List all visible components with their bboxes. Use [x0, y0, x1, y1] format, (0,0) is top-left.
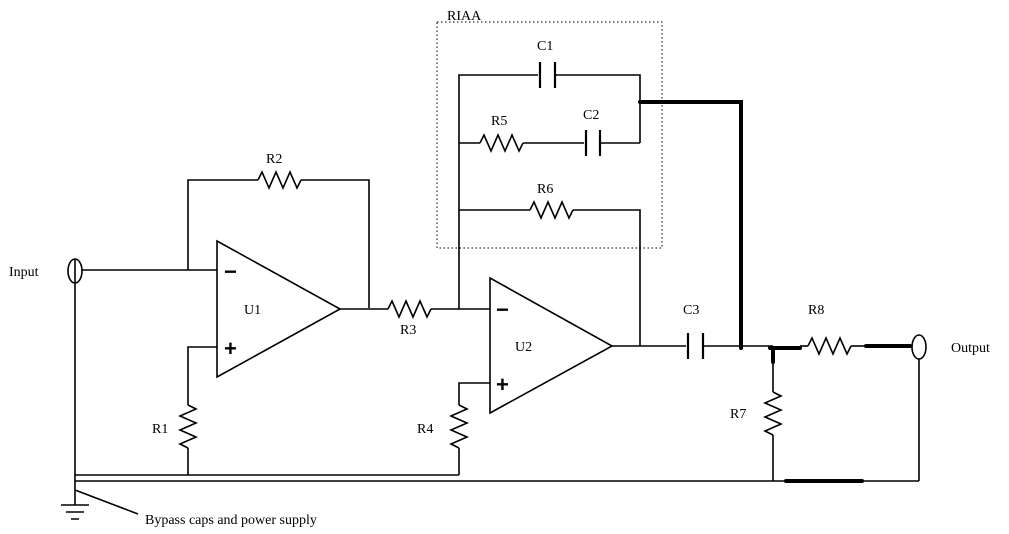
c3-label: C3	[683, 303, 699, 318]
ground-icon	[61, 504, 89, 520]
output-jack	[911, 334, 927, 360]
resistor-r8	[807, 336, 852, 356]
u2-minus-sign: −	[496, 297, 509, 322]
r5-label: R5	[491, 114, 507, 129]
output-label: Output	[951, 341, 990, 356]
capacitor-c3	[686, 333, 705, 359]
resistor-r2	[257, 170, 302, 190]
u1-label: U1	[244, 303, 261, 318]
capacitor-c2	[584, 130, 602, 156]
u2-label: U2	[515, 340, 532, 355]
r1-label: R1	[152, 422, 168, 437]
riaa-box	[436, 21, 663, 249]
capacitor-c1	[538, 62, 557, 88]
u1-plus-sign: +	[224, 336, 237, 361]
resistor-r3	[387, 299, 432, 319]
u2-plus-sign: +	[496, 372, 509, 397]
resistor-r4	[449, 404, 469, 449]
bypass-label: Bypass caps and power supply	[145, 513, 317, 528]
r3-label: R3	[400, 323, 416, 338]
opamp-u2	[489, 276, 614, 415]
r4-label: R4	[417, 422, 433, 437]
r7-label: R7	[730, 407, 746, 422]
resistor-r7	[763, 391, 783, 436]
bypass-pointer	[74, 489, 139, 515]
c1-label: C1	[537, 39, 553, 54]
thick-feedback-wire	[638, 100, 743, 350]
opamp-u1	[216, 239, 342, 379]
u1-minus-sign: −	[224, 259, 237, 284]
r8-label: R8	[808, 303, 824, 318]
resistor-r6	[529, 200, 574, 220]
resistor-r5	[479, 133, 524, 153]
riaa-label: RIAA	[447, 9, 482, 24]
input-label: Input	[9, 265, 39, 280]
r2-label: R2	[266, 152, 282, 167]
r6-label: R6	[537, 182, 553, 197]
resistor-r1	[178, 404, 198, 449]
c2-label: C2	[583, 108, 599, 123]
